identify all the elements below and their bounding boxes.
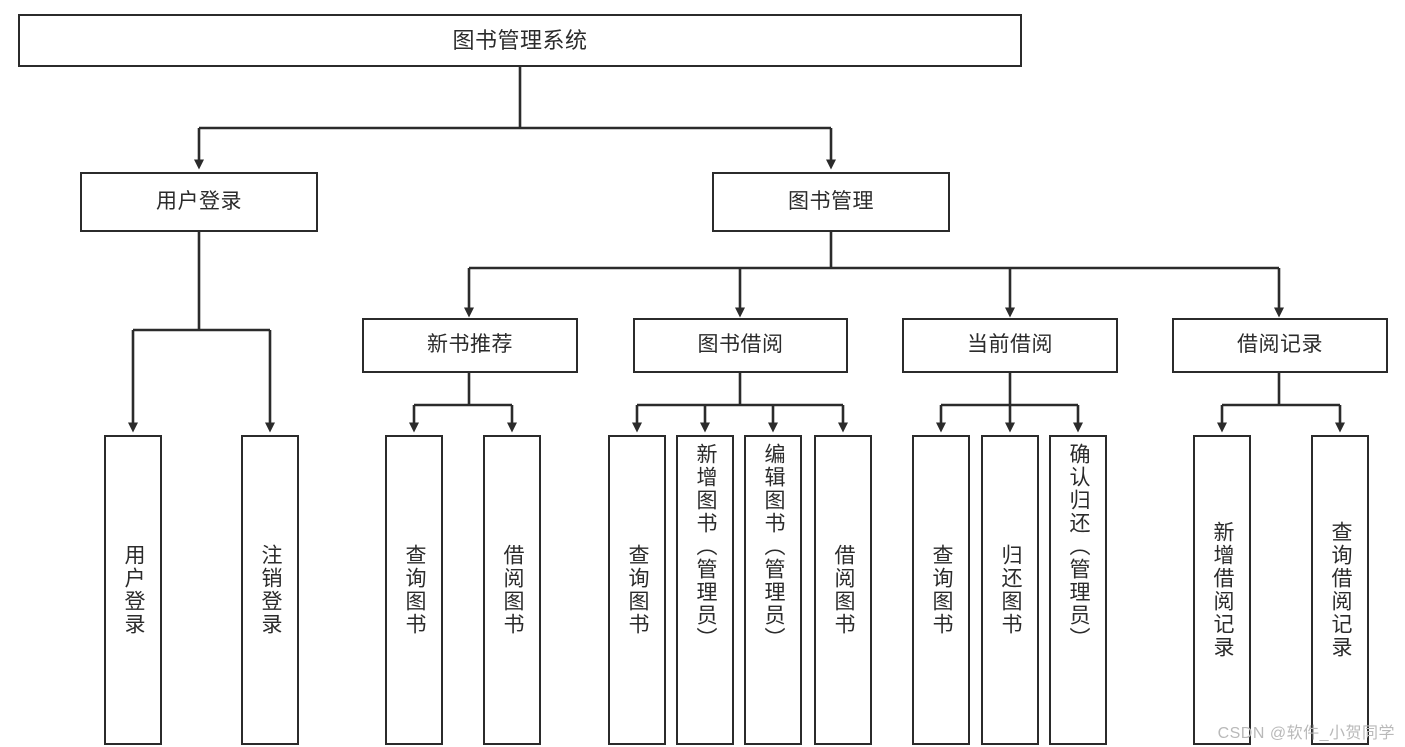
node-label: 借阅记录 xyxy=(1237,333,1323,357)
node-leaf-query-book-recommend[interactable]: 查询图书 xyxy=(385,435,443,745)
node-label: 查询图书 xyxy=(930,544,954,636)
node-leaf-query-borrow-record[interactable]: 查询借阅记录 xyxy=(1311,435,1369,745)
node-user-login[interactable]: 用户登录 xyxy=(80,172,318,232)
node-label: 确认归还（管理员） xyxy=(1067,443,1091,650)
node-leaf-borrow-book-recommend[interactable]: 借阅图书 xyxy=(483,435,541,745)
node-borrow-record[interactable]: 借阅记录 xyxy=(1172,318,1388,373)
node-label: 用户登录 xyxy=(122,544,146,636)
node-label: 新增图书（管理员） xyxy=(694,443,718,650)
node-leaf-query-book-borrow[interactable]: 查询图书 xyxy=(608,435,666,745)
node-leaf-user-login[interactable]: 用户登录 xyxy=(104,435,162,745)
node-label: 编辑图书（管理员） xyxy=(762,443,786,650)
node-root-book-management-system[interactable]: 图书管理系统 xyxy=(18,14,1022,67)
node-label: 查询图书 xyxy=(403,544,427,636)
node-leaf-return-book[interactable]: 归还图书 xyxy=(981,435,1039,745)
node-leaf-query-book-current[interactable]: 查询图书 xyxy=(912,435,970,745)
node-label: 归还图书 xyxy=(999,544,1023,636)
node-book-borrow[interactable]: 图书借阅 xyxy=(633,318,848,373)
node-leaf-confirm-return-admin[interactable]: 确认归还（管理员） xyxy=(1049,435,1107,745)
node-current-borrow[interactable]: 当前借阅 xyxy=(902,318,1118,373)
node-label: 注销登录 xyxy=(259,544,283,636)
node-leaf-user-logout[interactable]: 注销登录 xyxy=(241,435,299,745)
node-label: 用户登录 xyxy=(156,189,242,213)
node-label: 借阅图书 xyxy=(832,544,856,636)
node-leaf-borrow-book[interactable]: 借阅图书 xyxy=(814,435,872,745)
node-leaf-add-borrow-record[interactable]: 新增借阅记录 xyxy=(1193,435,1251,745)
node-label: 图书管理 xyxy=(788,189,874,213)
node-leaf-edit-book-admin[interactable]: 编辑图书（管理员） xyxy=(744,435,802,745)
node-book-management[interactable]: 图书管理 xyxy=(712,172,950,232)
node-label: 新书推荐 xyxy=(427,333,513,357)
node-label: 图书管理系统 xyxy=(452,27,588,53)
node-label: 图书借阅 xyxy=(697,333,784,357)
node-label: 查询图书 xyxy=(626,544,650,636)
node-new-book-recommend[interactable]: 新书推荐 xyxy=(362,318,578,373)
node-leaf-add-book-admin[interactable]: 新增图书（管理员） xyxy=(676,435,734,745)
node-label: 查询借阅记录 xyxy=(1329,521,1353,659)
csdn-watermark: CSDN @软件_小贺同学 xyxy=(1217,725,1395,742)
node-label: 借阅图书 xyxy=(501,544,525,636)
node-label: 新增借阅记录 xyxy=(1211,521,1235,659)
node-label: 当前借阅 xyxy=(967,333,1053,357)
